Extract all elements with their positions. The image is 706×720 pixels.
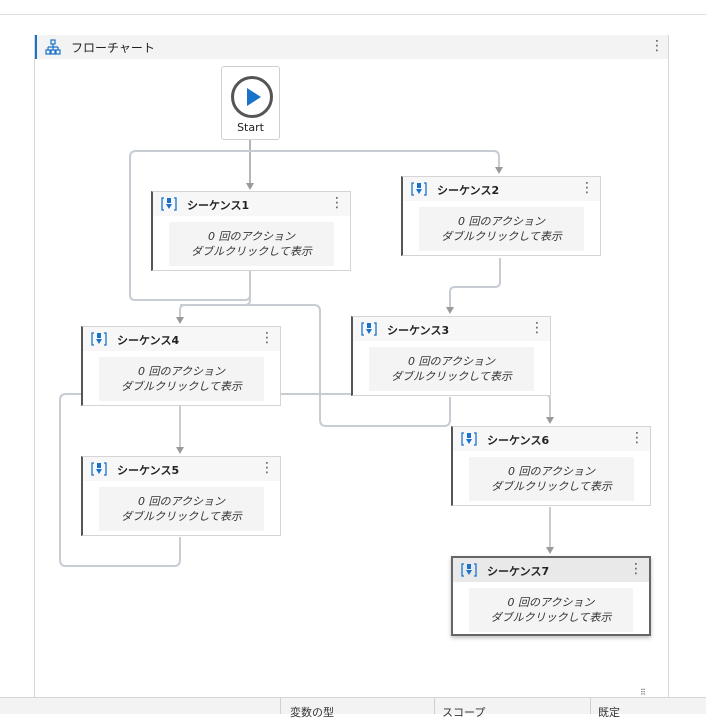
action-count: 0 回のアクション [508, 465, 595, 478]
sequence-name: シーケンス4 [117, 334, 180, 347]
sequence-body: 0 回のアクション ダブルクリックして表示 [469, 457, 634, 501]
sequence-header: シーケンス1 ⋮ [153, 192, 350, 216]
sequence-icon [411, 182, 427, 196]
sequence-name: シーケンス7 [487, 565, 550, 578]
resize-grip-icon[interactable]: ⠿ [640, 688, 646, 697]
sequence-header: シーケンス4 ⋮ [83, 327, 280, 351]
start-label: Start [237, 121, 264, 134]
sequence-node-7[interactable]: シーケンス7 ⋮ 0 回のアクション ダブルクリックして表示 [451, 556, 651, 636]
vertical-ellipsis-icon[interactable]: ⋮ [330, 195, 344, 211]
sequence-body: 0 回のアクション ダブルクリックして表示 [99, 357, 264, 401]
variables-header: 変数の型 スコープ 既定 [0, 697, 706, 719]
double-click-hint: ダブルクリックして表示 [490, 611, 612, 624]
column-separator[interactable] [434, 698, 435, 714]
sequence-header: シーケンス2 ⋮ [403, 177, 600, 201]
vertical-ellipsis-icon[interactable]: ⋮ [260, 330, 274, 346]
double-click-hint: ダブルクリックして表示 [191, 245, 312, 258]
sequence-name: シーケンス6 [487, 434, 550, 447]
sequence-icon [461, 432, 477, 446]
vertical-ellipsis-icon[interactable]: ⋮ [260, 460, 274, 476]
sequence-icon [91, 462, 107, 476]
sequence-header: シーケンス7 ⋮ [453, 558, 649, 582]
action-count: 0 回のアクション [138, 495, 225, 508]
sequence-node-3[interactable]: シーケンス3 ⋮ 0 回のアクション ダブルクリックして表示 [351, 316, 551, 396]
sequence-icon [91, 332, 107, 346]
sequence-name: シーケンス2 [437, 184, 500, 197]
double-click-hint: ダブルクリックして表示 [391, 370, 512, 383]
sequence-header: シーケンス6 ⋮ [453, 427, 650, 451]
sequence-name: シーケンス3 [387, 324, 450, 337]
sequence-body: 0 回のアクション ダブルクリックして表示 [469, 588, 633, 632]
sequence-name: シーケンス5 [117, 464, 180, 477]
double-click-hint: ダブルクリックして表示 [491, 480, 612, 493]
sequence-header: シーケンス3 ⋮ [353, 317, 550, 341]
vertical-ellipsis-icon[interactable]: ⋮ [629, 561, 643, 577]
column-separator[interactable] [590, 698, 591, 714]
sequence-header: シーケンス5 ⋮ [83, 457, 280, 481]
sequence-body: 0 回のアクション ダブルクリックして表示 [419, 207, 584, 251]
sequence-node-4[interactable]: シーケンス4 ⋮ 0 回のアクション ダブルクリックして表示 [81, 326, 281, 406]
vertical-ellipsis-icon[interactable]: ⋮ [630, 430, 644, 446]
vertical-ellipsis-icon[interactable]: ⋮ [530, 320, 544, 336]
sequence-name: シーケンス1 [187, 199, 250, 212]
sequence-body: 0 回のアクション ダブルクリックして表示 [99, 487, 264, 531]
column-variable-type[interactable]: 変数の型 [290, 706, 334, 719]
flowchart-icon [45, 39, 61, 55]
play-icon [231, 76, 273, 118]
double-click-hint: ダブルクリックして表示 [121, 380, 242, 393]
sequence-body: 0 回のアクション ダブルクリックして表示 [169, 222, 334, 266]
action-count: 0 回のアクション [408, 355, 495, 368]
sequence-icon [461, 563, 477, 577]
column-scope[interactable]: スコープ [442, 706, 486, 719]
sequence-icon [161, 197, 177, 211]
column-default[interactable]: 既定 [598, 706, 620, 719]
action-count: 0 回のアクション [507, 596, 595, 609]
flowchart-header[interactable]: フローチャート ⋮ [35, 35, 668, 59]
top-toolbar [0, 0, 706, 15]
action-count: 0 回のアクション [208, 230, 295, 243]
sequence-node-2[interactable]: シーケンス2 ⋮ 0 回のアクション ダブルクリックして表示 [401, 176, 601, 256]
double-click-hint: ダブルクリックして表示 [441, 230, 562, 243]
action-count: 0 回のアクション [138, 365, 225, 378]
sequence-body: 0 回のアクション ダブルクリックして表示 [369, 347, 534, 391]
sequence-node-5[interactable]: シーケンス5 ⋮ 0 回のアクション ダブルクリックして表示 [81, 456, 281, 536]
action-count: 0 回のアクション [458, 215, 545, 228]
vertical-ellipsis-icon[interactable]: ⋮ [580, 180, 594, 196]
sequence-node-6[interactable]: シーケンス6 ⋮ 0 回のアクション ダブルクリックして表示 [451, 426, 651, 506]
vertical-ellipsis-icon[interactable]: ⋮ [650, 38, 664, 54]
sequence-icon [361, 322, 377, 336]
panel-title: フローチャート [71, 41, 155, 55]
column-separator[interactable] [280, 698, 281, 714]
start-node[interactable]: Start [221, 66, 280, 140]
double-click-hint: ダブルクリックして表示 [121, 510, 242, 523]
sequence-node-1[interactable]: シーケンス1 ⋮ 0 回のアクション ダブルクリックして表示 [151, 191, 351, 271]
